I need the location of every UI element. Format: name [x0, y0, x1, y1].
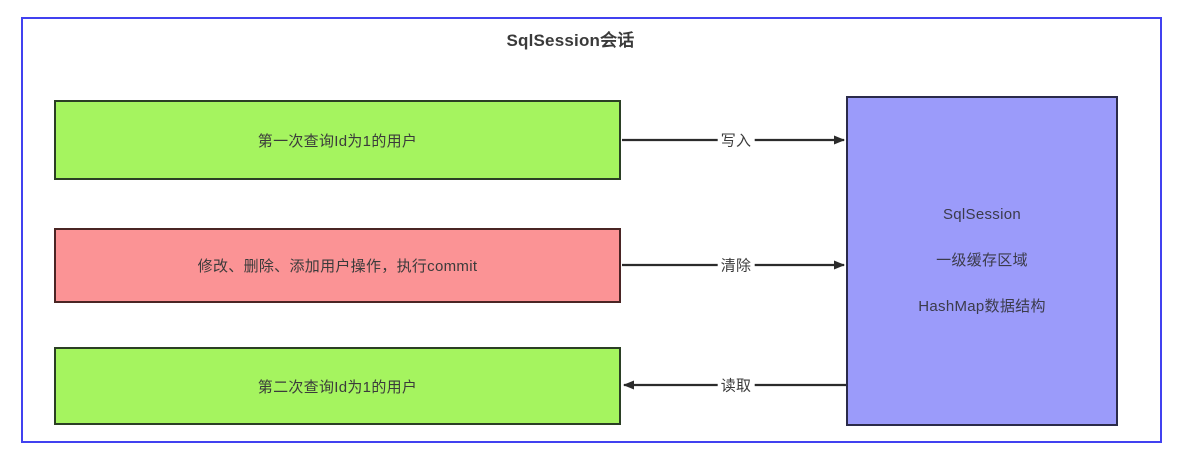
arrow-label-clear: 清除 [717, 254, 755, 276]
box-first-query: 第一次查询Id为1的用户 [54, 100, 621, 180]
cache-line-cache-region: 一级缓存区域 [936, 252, 1028, 269]
cache-line-sqlsession: SqlSession [942, 206, 1022, 223]
box-first-query-label: 第一次查询Id为1的用户 [257, 132, 418, 150]
arrow-label-write: 写入 [717, 129, 755, 151]
box-modify-operations-label: 修改、删除、添加用户操作，执行commit [197, 258, 478, 275]
cache-line-hashmap-structure: HashMap数据结构 [918, 298, 1046, 315]
arrow-label-read: 读取 [717, 374, 755, 396]
page-title: SqlSession会话 [506, 31, 635, 50]
box-modify-operations: 修改、删除、添加用户操作，执行commit [54, 228, 621, 303]
box-second-query-label: 第二次查询Id为1的用户 [257, 378, 418, 396]
box-second-query: 第二次查询Id为1的用户 [54, 347, 621, 425]
box-first-level-cache: SqlSession 一级缓存区域 HashMap数据结构 [846, 96, 1118, 426]
sqlsession-container [21, 17, 1162, 443]
